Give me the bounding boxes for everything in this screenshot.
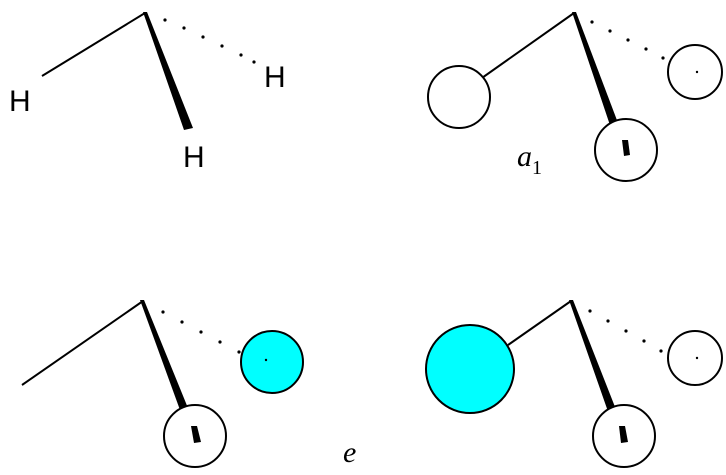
h-label-bottom: H <box>183 141 205 174</box>
wedge-bond <box>143 12 193 130</box>
panel-e-first <box>21 300 304 468</box>
hashed-bond <box>161 310 241 354</box>
symmetry-letter: a <box>517 140 532 173</box>
orbital-left-filled <box>425 324 515 414</box>
orbital-left <box>427 65 491 129</box>
panel-e-second <box>425 300 723 468</box>
bond-left <box>507 300 572 346</box>
symmetry-subscript: 1 <box>532 157 542 179</box>
h-label-left: H <box>9 85 31 118</box>
symmetry-label-a1: a1 <box>517 140 542 179</box>
hashed-bond <box>163 18 256 64</box>
panel-molecule: H H H <box>9 12 286 174</box>
orbital-right <box>667 44 723 100</box>
bond-left <box>21 300 144 386</box>
orbital-right <box>667 330 723 386</box>
hashed-bond <box>588 309 663 353</box>
panel-a1: a1 <box>427 12 723 182</box>
symmetry-label-e: e <box>343 436 356 469</box>
wedge-bond <box>572 12 629 155</box>
hashed-bond <box>590 20 665 60</box>
orbital-right-filled <box>240 330 304 394</box>
bond-left <box>41 12 146 77</box>
h-label-right: H <box>264 61 286 94</box>
